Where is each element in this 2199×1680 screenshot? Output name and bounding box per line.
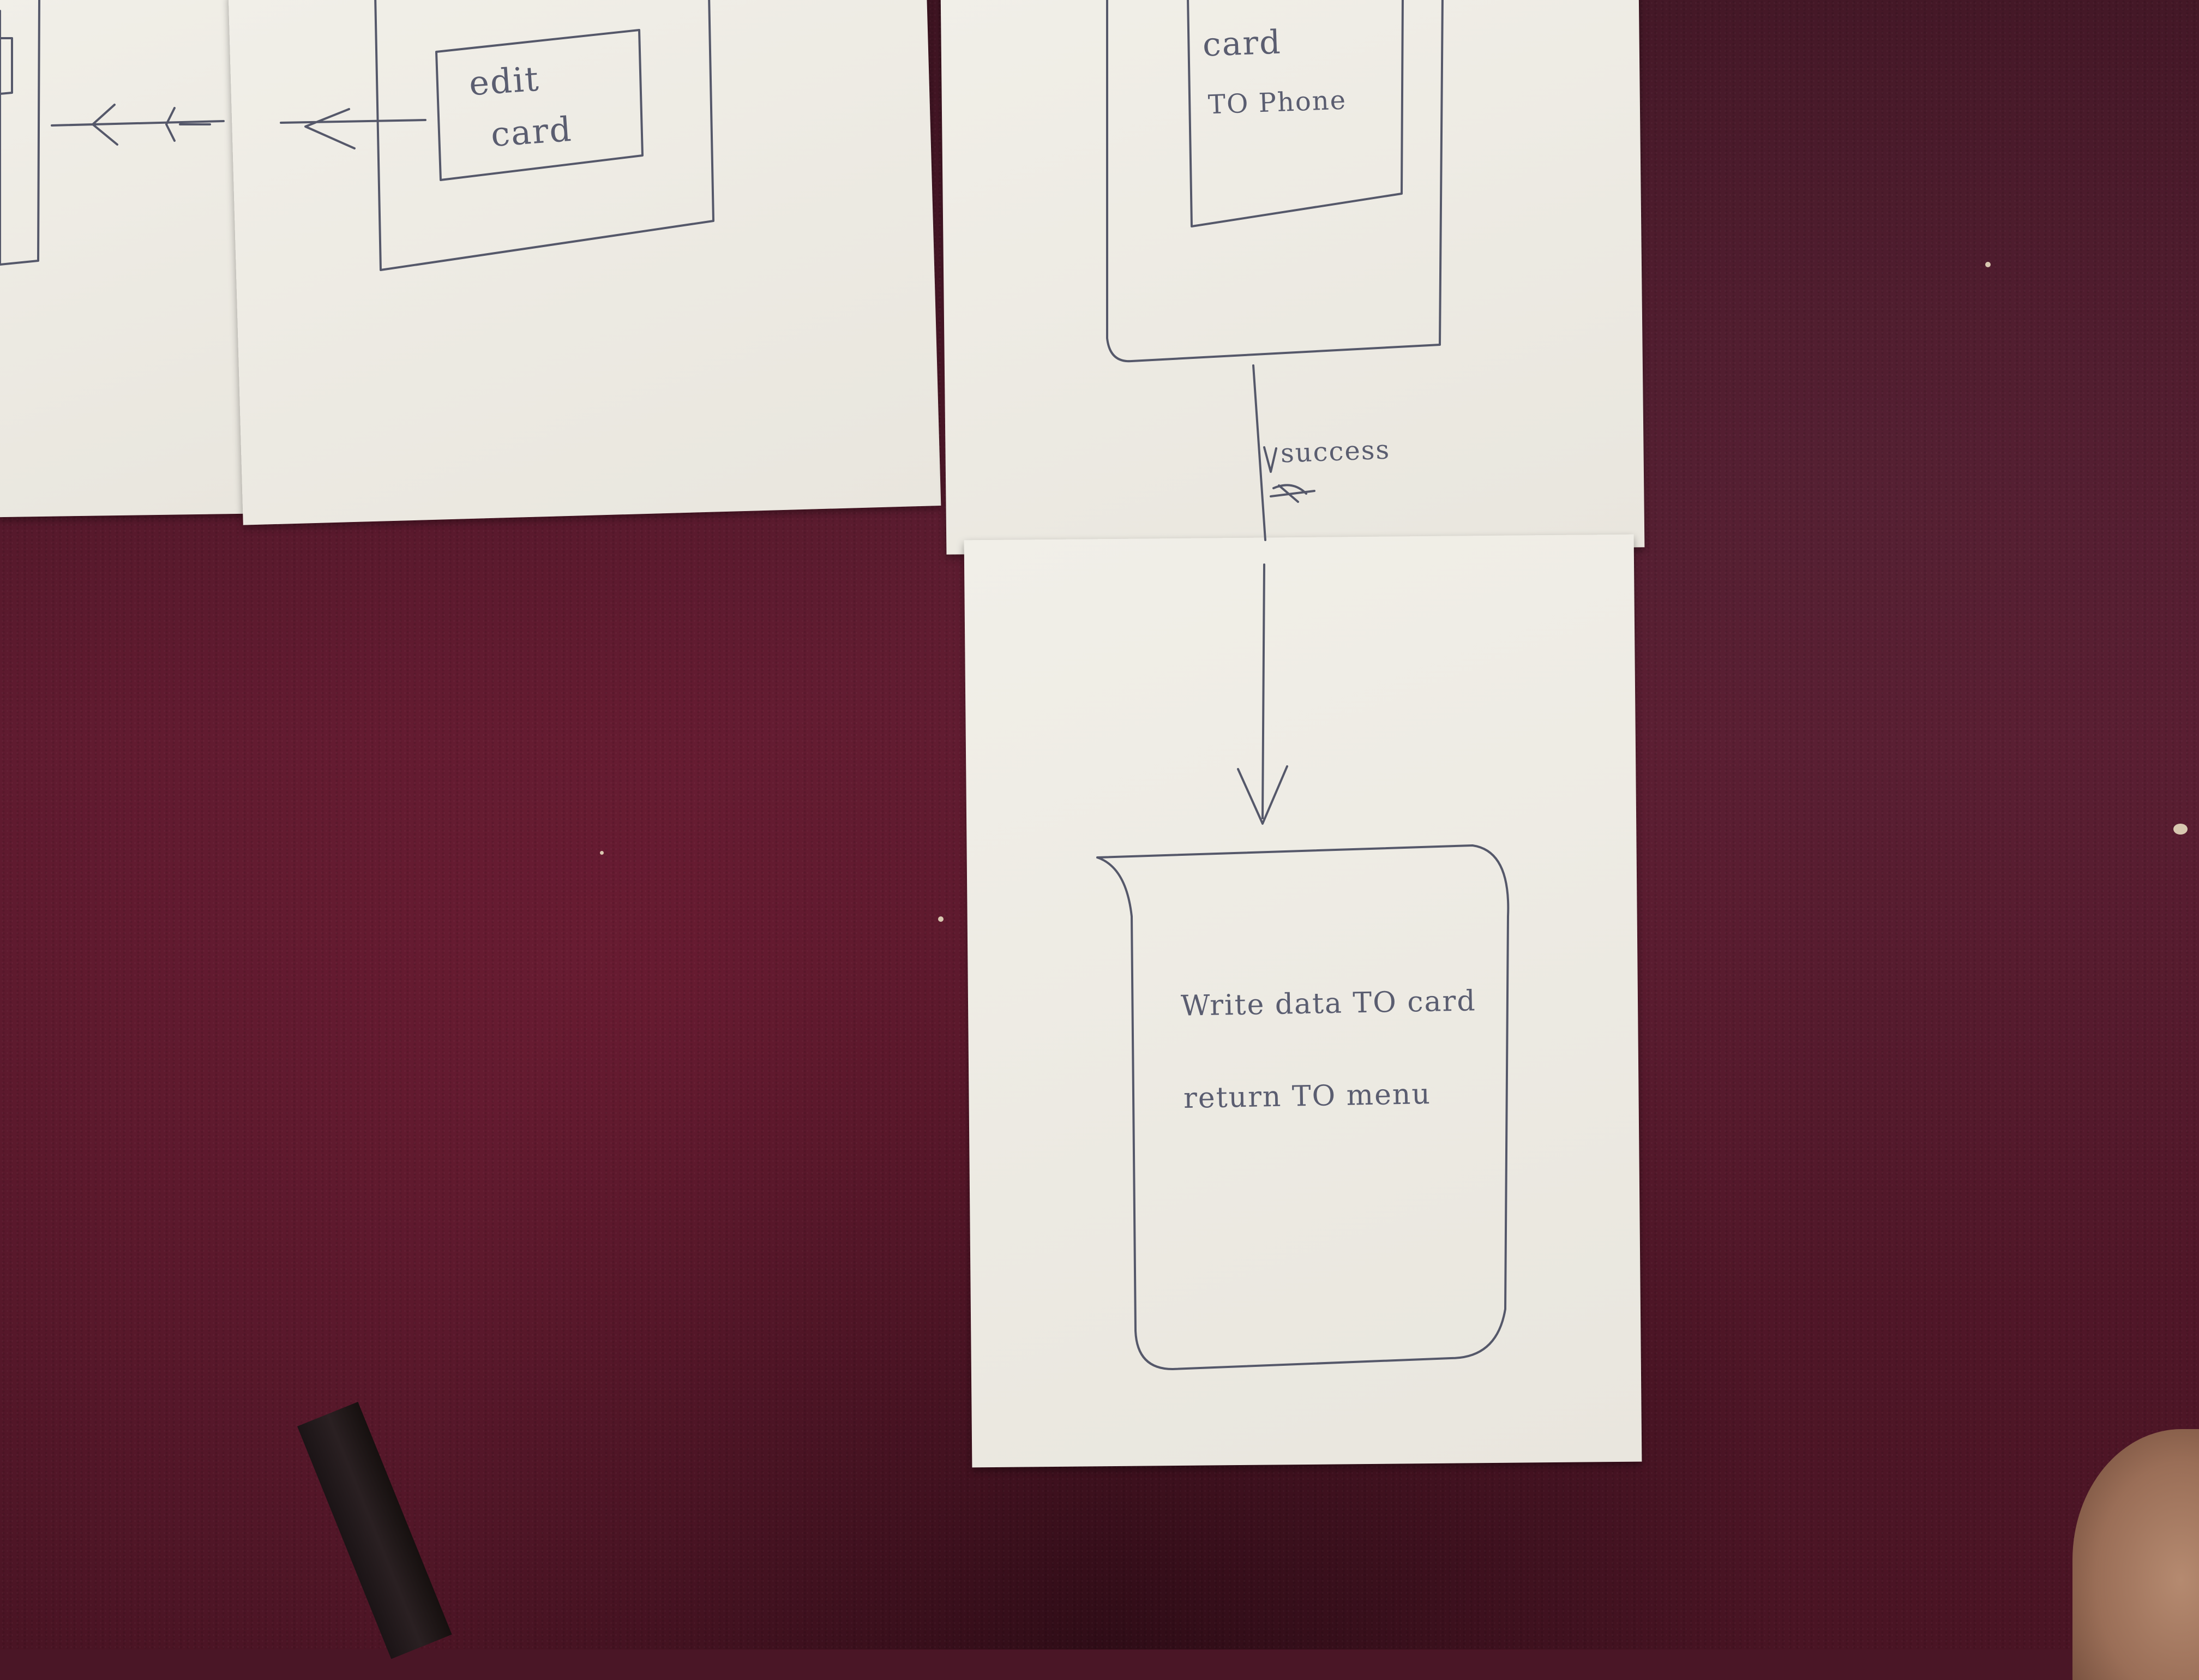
far-left-screen-outline [0,0,40,266]
arrow-down-head [1237,765,1288,825]
lint-speck [2173,824,2188,835]
card-label: card [1201,23,1282,64]
lint-speck [1985,262,1991,267]
arrow-down-line [1252,364,1266,819]
arrow-left-1 [51,104,225,146]
scribble-mark [1270,484,1315,503]
lint-speck [600,851,604,855]
edit-card-screen-outline [374,0,714,271]
lint-speck [938,916,944,922]
phone-inner-card [1187,0,1404,227]
edit-card-button [435,29,644,181]
edit-card-label-line2: card [489,109,574,155]
write-data-label: Write data TO card [1180,985,1477,1023]
far-left-inner-box [0,37,13,95]
arrow-left-3 [280,108,426,149]
success-label: success [1280,434,1391,469]
arrow-left-2 [165,107,211,142]
write-data-screen-outline [1096,844,1510,1370]
to-phone-label: TO Phone [1207,85,1347,121]
edit-card-label-line1: edit [467,58,541,104]
return-menu-label: return TO menu [1183,1078,1432,1115]
phone-screen-outline [1106,0,1444,363]
arrow-small-check [1263,446,1277,473]
